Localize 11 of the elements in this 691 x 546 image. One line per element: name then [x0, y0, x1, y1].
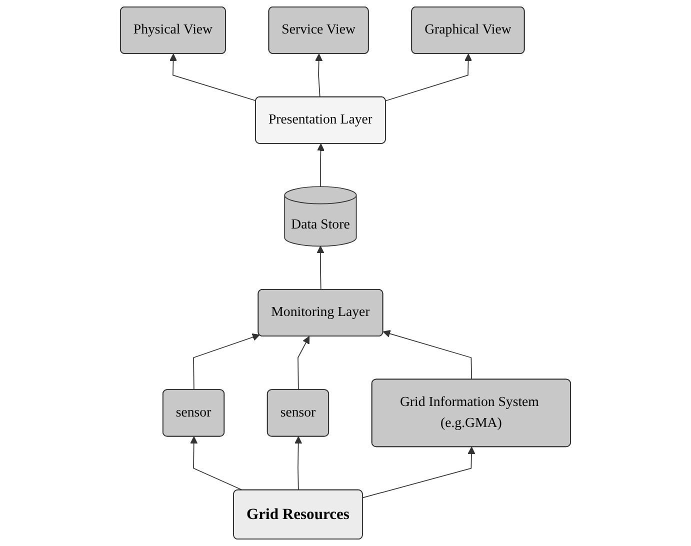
arrow: [316, 246, 324, 290]
arrow: [382, 330, 472, 380]
arrow: [316, 144, 325, 188]
arrow: [190, 436, 244, 491]
arrow: [362, 446, 476, 498]
arrow: [169, 54, 256, 102]
arrow: [294, 436, 302, 491]
arrow: [193, 334, 260, 390]
arrow: [315, 54, 323, 98]
arrow: [385, 54, 472, 102]
arrow: [298, 336, 310, 390]
